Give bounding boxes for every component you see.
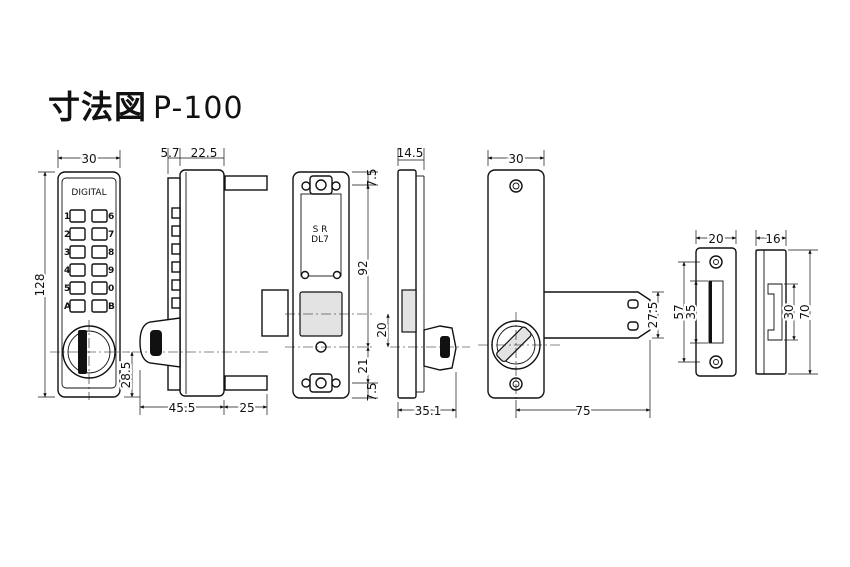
keypad-button xyxy=(69,299,86,313)
keypad-button xyxy=(91,281,108,295)
keypad-button xyxy=(91,299,108,313)
dim-back-bottom: 7.5 xyxy=(365,382,379,401)
dim-front-width: 30 xyxy=(81,152,96,166)
keypad-button xyxy=(91,227,108,241)
keypad-button xyxy=(91,263,108,277)
front-brand-label: DIGITAL xyxy=(71,188,106,198)
dim-side-width: 45.5 xyxy=(169,401,196,415)
key-label-0: 0 xyxy=(108,284,114,294)
dim-edge-depth: 35.1 xyxy=(415,404,442,418)
edge-view: 14.5 35.1 xyxy=(390,146,470,420)
side-key-stud xyxy=(171,207,181,219)
keypad-button xyxy=(69,281,86,295)
key-label-3: 3 xyxy=(64,248,70,258)
key-label-2: 2 xyxy=(64,230,70,240)
drawing-title-model: P-100 xyxy=(153,91,244,126)
dim-rear-bar: 27.5 xyxy=(646,302,660,329)
side-studs xyxy=(171,207,181,309)
dim-side-offset: 5.7 xyxy=(160,146,179,160)
key-label-A: A xyxy=(64,302,71,312)
keypad-button xyxy=(69,245,86,259)
back-label-line1: S R xyxy=(313,225,328,235)
keypad-button xyxy=(91,209,108,223)
strike-plate-view: 20 57 35 xyxy=(670,230,737,377)
keypad-button xyxy=(69,263,86,277)
side-key-stud xyxy=(171,261,181,273)
dim-box-h70: 70 xyxy=(798,304,812,319)
dim-box-width: 16 xyxy=(765,232,780,246)
keypad-button xyxy=(69,227,86,241)
key-label-8: 8 xyxy=(108,248,114,258)
key-label-9: 9 xyxy=(108,266,114,276)
side-view: 5.7 22.5 45.5 25 xyxy=(132,146,270,417)
dim-front-height: 128 xyxy=(33,274,47,297)
key-label-4: 4 xyxy=(64,266,70,276)
back-label-line2: DL7 xyxy=(311,235,329,245)
dim-back-top: 7.5 xyxy=(365,168,379,187)
dim-strike-width: 20 xyxy=(708,232,723,246)
side-key-stud xyxy=(171,225,181,237)
dim-front-knob: 28.5 xyxy=(119,362,133,389)
dim-back-height: 92 xyxy=(356,260,370,275)
dim-strike-h35: 35 xyxy=(684,304,698,319)
front-view: DIGITAL 1 6 2 7 3 8 4 9 5 0A B 30 128 28.5 xyxy=(31,150,140,400)
dim-side-spindle: 25 xyxy=(239,401,254,415)
key-label-1: 1 xyxy=(64,212,70,222)
dim-box-h30: 30 xyxy=(782,304,796,319)
dim-strike-h57: 57 xyxy=(672,304,686,319)
dim-edge-thickness: 14.5 xyxy=(397,146,424,160)
dim-back-spindle: 21 xyxy=(356,358,370,373)
dim-rear-length: 75 xyxy=(575,404,590,418)
dim-back-bolt: 20 xyxy=(375,322,389,337)
keypad: 1 6 2 7 3 8 4 9 5 0A B xyxy=(64,209,115,313)
dim-rear-width: 30 xyxy=(508,152,523,166)
drawing-title-main: 寸法図 xyxy=(48,88,148,126)
side-key-stud xyxy=(171,279,181,291)
key-label-7: 7 xyxy=(108,230,114,240)
key-label-5: 5 xyxy=(64,284,70,294)
strike-box-view: 16 30 70 xyxy=(755,230,818,375)
key-label-6: 6 xyxy=(108,212,114,222)
rear-view: 30 27.5 75 xyxy=(478,150,664,420)
side-key-stud xyxy=(171,243,181,255)
keypad-button xyxy=(91,245,108,259)
keypad-button xyxy=(69,209,86,223)
back-view: S R DL7 7.5 92 21 7.5 20 xyxy=(261,168,391,402)
dim-side-depth: 22.5 xyxy=(191,146,218,160)
key-label-B: B xyxy=(108,302,115,312)
side-key-stud xyxy=(171,297,181,309)
